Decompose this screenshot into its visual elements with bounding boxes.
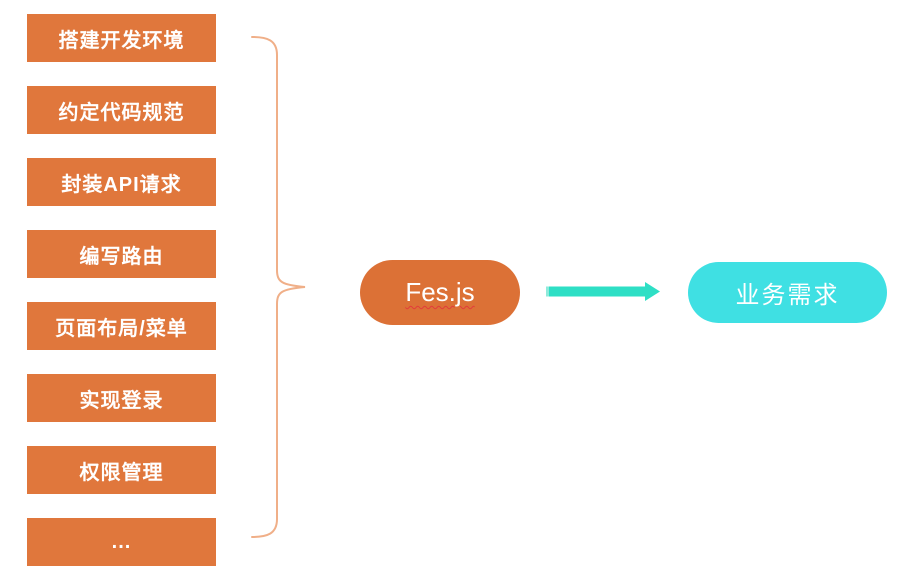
fesjs-node: Fes.js [360,260,520,325]
task-label: 编写路由 [79,245,164,268]
task-box-setup-env: 搭建开发环境 [27,14,216,62]
task-list: 搭建开发环境 约定代码规范 封装API请求 编写路由 页面布局/菜单 实现登录 … [27,14,216,566]
task-box-layout-menu: 页面布局/菜单 [27,302,216,350]
right-arrow-icon [546,282,660,301]
task-label: ... [111,530,132,553]
task-box-routing: 编写路由 [27,230,216,278]
task-label: 封装API请求 [61,173,182,196]
task-box-ellipsis: ... [27,518,216,566]
task-label: 约定代码规范 [58,101,185,124]
business-requirement-node: 业务需求 [688,262,887,323]
task-box-permissions: 权限管理 [27,446,216,494]
task-box-code-standards: 约定代码规范 [27,86,216,134]
task-label: 搭建开发环境 [58,29,185,52]
fesjs-label: Fes.js [405,277,475,307]
curly-brace-icon [251,36,306,538]
task-label: 页面布局/菜单 [55,317,188,340]
business-requirement-label: 业务需求 [735,282,840,309]
task-label: 权限管理 [79,461,164,484]
task-box-login: 实现登录 [27,374,216,422]
task-box-api-request: 封装API请求 [27,158,216,206]
task-label: 实现登录 [79,389,164,412]
